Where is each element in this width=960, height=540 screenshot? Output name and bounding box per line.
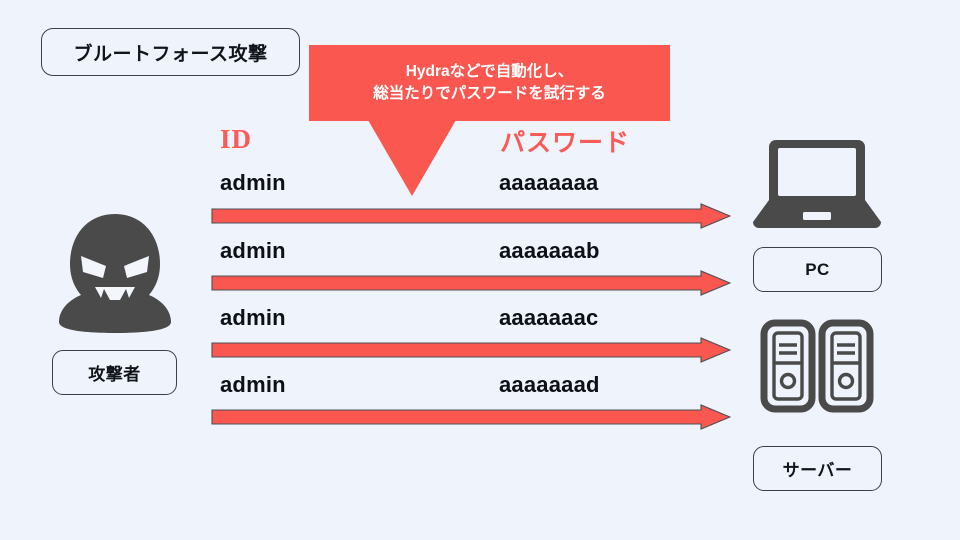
table-row-password-2: aaaaaaac <box>499 305 599 330</box>
table-row-id-2: admin <box>220 305 286 330</box>
server-icon <box>760 319 874 413</box>
pc-label: PC <box>805 259 830 279</box>
attempt-arrow-0 <box>211 203 731 229</box>
attempt-arrow-2 <box>211 337 731 363</box>
server-label-box: サーバー <box>753 446 882 491</box>
callout-line-1: Hydraなどで自動化し、 <box>405 62 574 80</box>
diagram-title-label: ブルートフォース攻撃 <box>73 43 268 65</box>
hacker-mask-icon <box>59 214 171 333</box>
diagram-title-box: ブルートフォース攻撃 <box>41 28 300 76</box>
column-header-id: ID <box>220 124 253 154</box>
callout-banner: Hydraなどで自動化し、 総当たりでパスワードを試行する <box>309 45 670 121</box>
attacker-label-box: 攻撃者 <box>52 350 177 395</box>
table-row-password-0: aaaaaaaa <box>499 170 599 195</box>
table-row-password-1: aaaaaaab <box>499 238 600 263</box>
table-row-id-0: admin <box>220 170 286 195</box>
server-label: サーバー <box>782 461 853 480</box>
callout-line-2: 総当たりでパスワードを試行する <box>373 85 606 102</box>
table-row-id-3: admin <box>220 372 286 397</box>
laptop-icon <box>753 140 881 228</box>
attempt-arrow-3 <box>211 404 731 430</box>
column-header-password: パスワード <box>500 129 631 157</box>
table-row-password-3: aaaaaaad <box>499 372 600 397</box>
table-row-id-1: admin <box>220 238 286 263</box>
pc-label-box: PC <box>753 247 882 292</box>
attempt-arrow-1 <box>211 270 731 296</box>
attacker-label: 攻撃者 <box>88 365 141 384</box>
